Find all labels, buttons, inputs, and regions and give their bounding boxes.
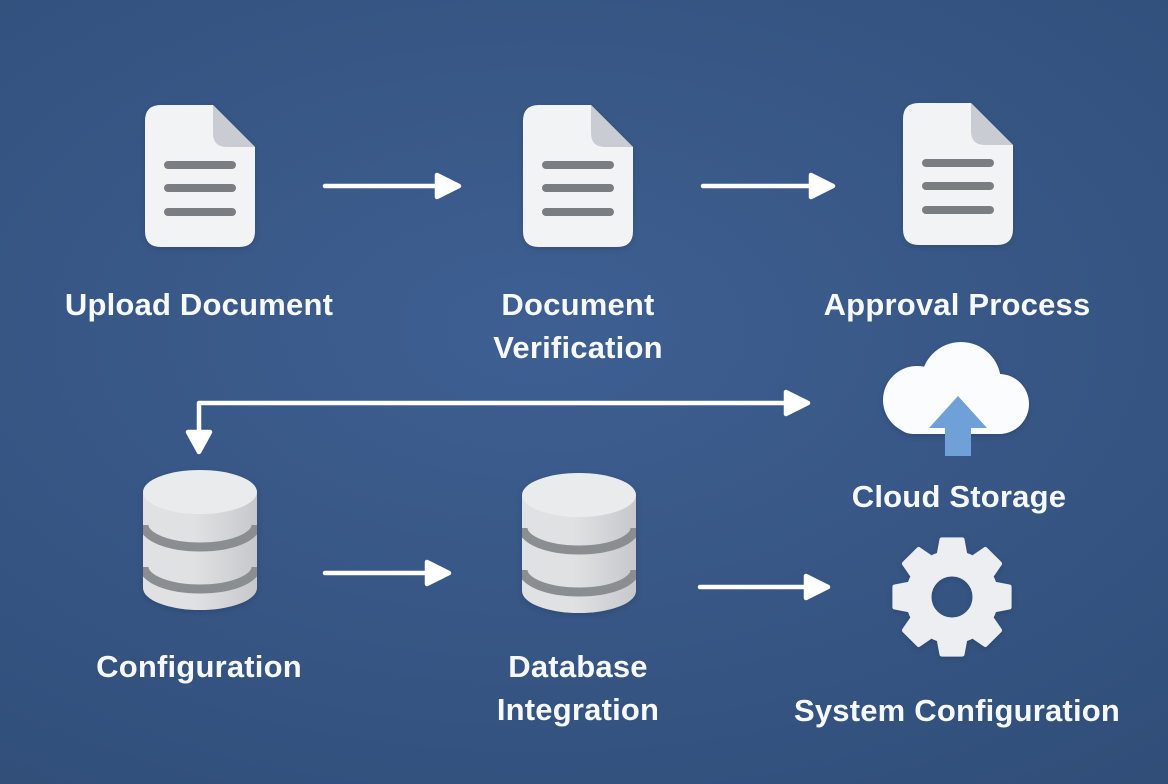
document-icon xyxy=(903,103,1013,245)
gear-icon xyxy=(892,537,1012,657)
node-label-configuration: Configuration xyxy=(96,649,302,684)
node-label-approval-process: Approval Process xyxy=(823,287,1091,322)
upload-arrow-icon xyxy=(929,396,987,456)
node-label-system-configuration: System Configuration xyxy=(793,693,1121,728)
document-icon xyxy=(523,105,633,247)
node-label-document-verification: Document Verification xyxy=(493,287,663,365)
cloud-upload-icon xyxy=(883,342,1029,434)
node-label-cloud-storage: Cloud Storage xyxy=(851,479,1067,514)
database-icon xyxy=(143,470,257,610)
elbow-connector xyxy=(196,400,789,437)
node-label-upload-document: Upload Document xyxy=(64,287,334,322)
node-label-database-integration: Database Integration xyxy=(496,649,660,727)
database-icon xyxy=(522,473,636,613)
document-icon xyxy=(145,105,255,247)
